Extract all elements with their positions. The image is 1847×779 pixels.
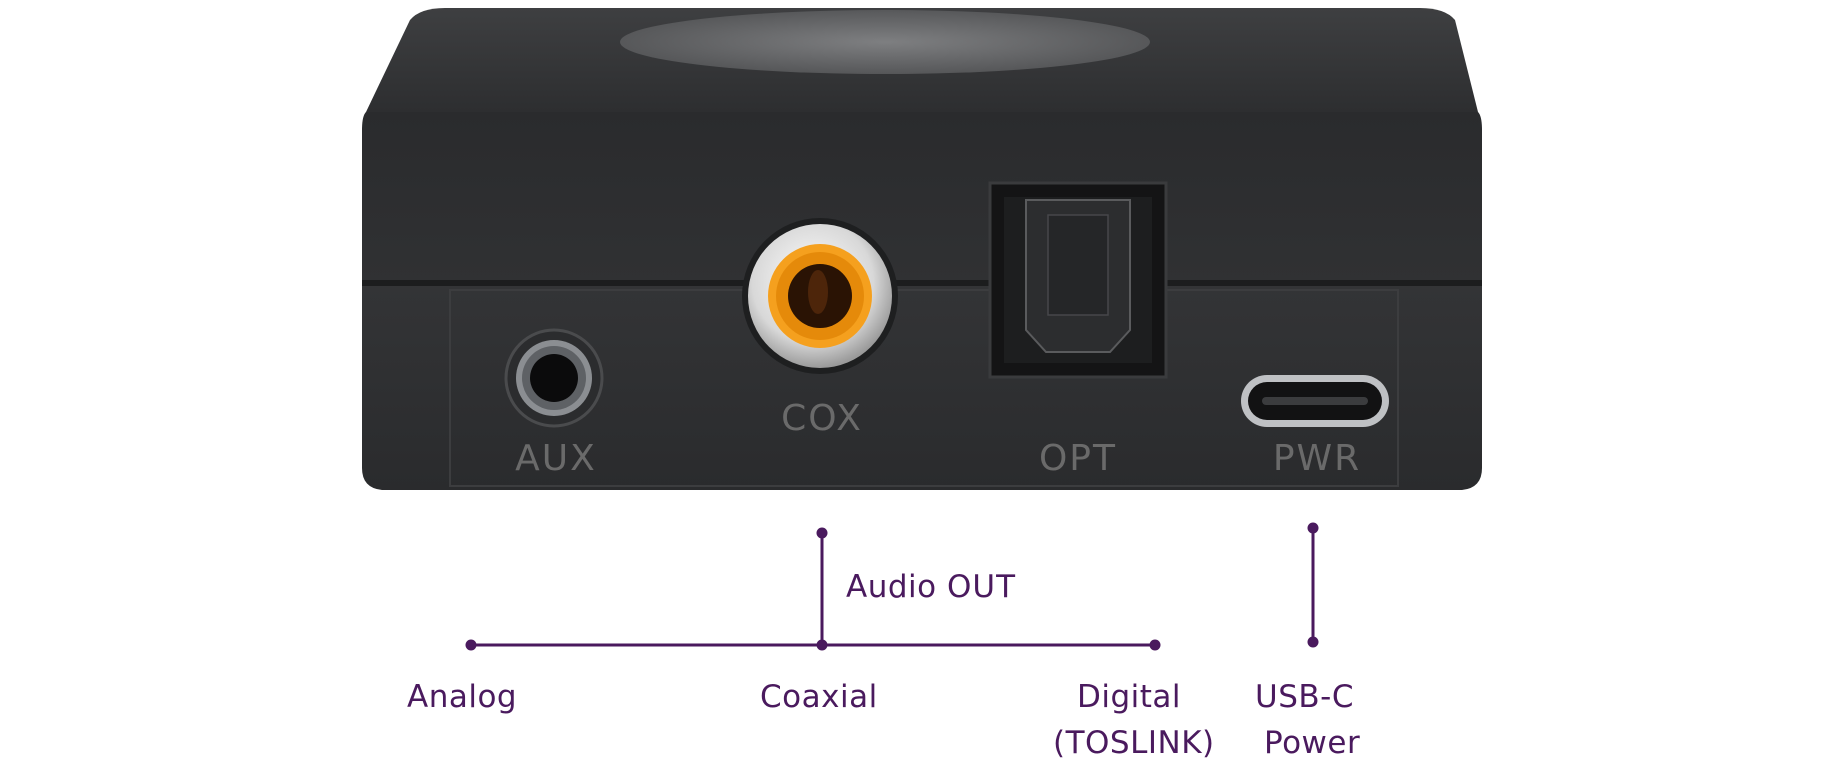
device-seam xyxy=(362,280,1482,286)
coaxial-label: Coaxial xyxy=(760,679,878,715)
audio-out-label-prefix: Audio xyxy=(846,569,937,605)
callout-lines xyxy=(465,522,1319,651)
device-front-lower xyxy=(362,286,1482,490)
coaxial-jack xyxy=(742,218,898,374)
digital-label-line2: (TOSLINK) xyxy=(1053,725,1215,761)
top-light-reflection xyxy=(620,10,1150,74)
digital-dot xyxy=(1149,639,1161,651)
audio-out-top-dot xyxy=(816,527,828,539)
power-bottom-dot xyxy=(1307,636,1319,648)
opt-marking: OPT xyxy=(1039,438,1117,479)
aux-marking: AUX xyxy=(515,438,597,479)
cox-marking: COX xyxy=(781,398,863,439)
device-front-upper xyxy=(362,112,1482,283)
audio-out-label: Audio OUT xyxy=(846,569,1016,605)
analog-dot xyxy=(465,639,477,651)
usb-c-port xyxy=(1241,375,1389,427)
pwr-marking: PWR xyxy=(1273,438,1361,479)
port-panel xyxy=(449,289,1399,487)
usbc-label-line1: USB-C xyxy=(1255,679,1354,715)
power-top-dot xyxy=(1307,522,1319,534)
optical-port xyxy=(988,181,1168,379)
usbc-label-line2: Power xyxy=(1264,725,1361,761)
audio-out-label-suffix: OUT xyxy=(946,569,1017,605)
analog-label: Analog xyxy=(407,679,518,715)
coaxial-dot xyxy=(816,639,828,651)
aux-jack xyxy=(504,328,604,428)
digital-label-line1: Digital xyxy=(1077,679,1182,715)
